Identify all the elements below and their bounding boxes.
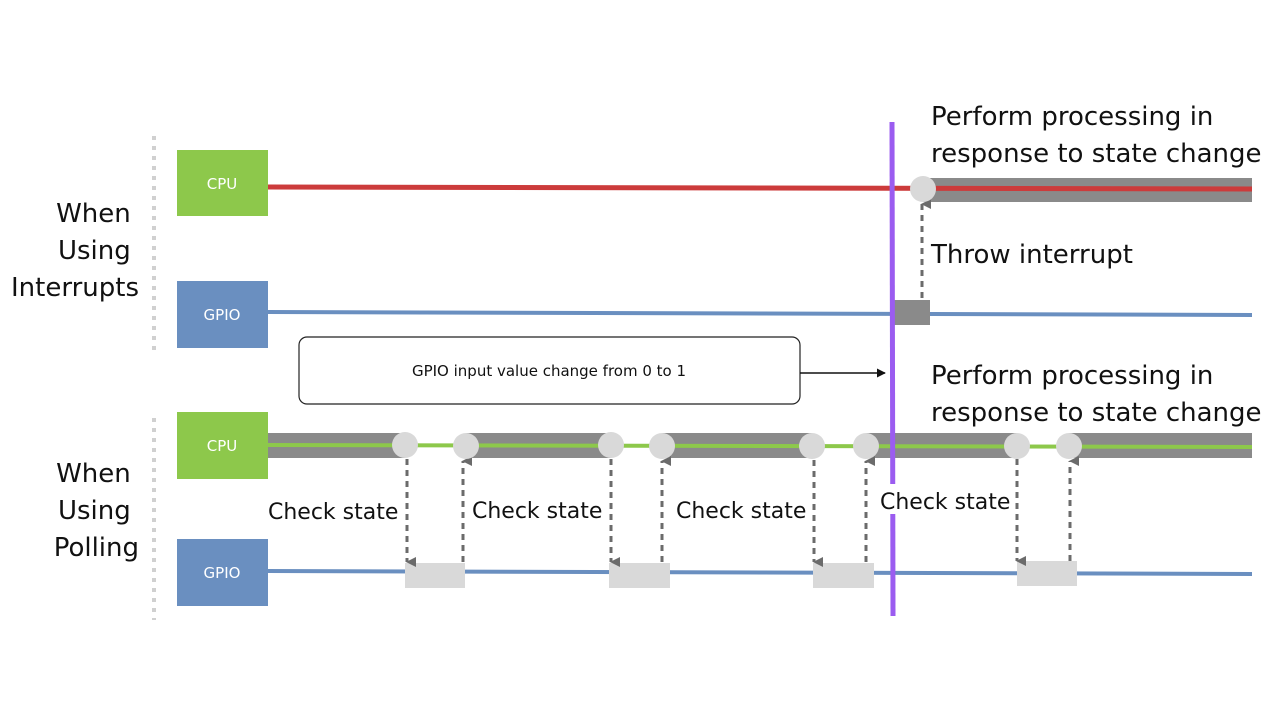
interrupt-process-text: Perform processing in response to state … — [931, 102, 1262, 169]
interrupts-title-line: Using — [58, 236, 131, 266]
polling-process-text: Perform processing in response to state … — [931, 361, 1262, 428]
event-note-text: GPIO input value change from 0 to 1 — [412, 362, 686, 380]
poll-node — [453, 433, 479, 459]
cpu-box-label: CPU — [207, 437, 238, 455]
poll-node — [853, 433, 879, 459]
gpio-timeline — [267, 310, 1253, 317]
cpu-box-label: CPU — [207, 175, 238, 193]
polling-process-line: response to state change — [931, 398, 1262, 428]
gpio-read-block — [813, 563, 874, 588]
poll-node — [649, 433, 675, 459]
gpio-change-marker — [894, 300, 930, 325]
polling-process-line: Perform processing in — [931, 361, 1213, 391]
gpio-box — [177, 539, 268, 606]
event-note-box — [298, 336, 801, 405]
gpio-box-label: GPIO — [204, 564, 241, 582]
interrupts-title-line: When — [56, 199, 131, 229]
check-state-label: Check state — [880, 490, 1010, 515]
poll-node — [392, 432, 418, 458]
check-state-label: Check state — [472, 499, 602, 524]
gpio-box — [177, 281, 268, 348]
polling-title-line: Using — [58, 496, 131, 526]
cpu-box — [177, 150, 268, 216]
state-change-event-line — [889, 121, 896, 617]
gpio-read-block — [405, 563, 465, 588]
gpio-read-block — [1017, 561, 1077, 586]
cpu-timeline — [267, 184, 1253, 192]
poll-node — [1004, 433, 1030, 459]
interrupts-title: When Using Interrupts — [11, 199, 139, 303]
interrupts-title-line: Interrupts — [11, 273, 139, 303]
throw-interrupt-text: Throw interrupt — [930, 240, 1133, 270]
interrupt-node — [910, 176, 936, 202]
interrupt-process-line: Perform processing in — [931, 102, 1213, 132]
check-state-label-bg — [878, 484, 1006, 514]
gpio-read-block — [609, 563, 670, 588]
poll-node — [1056, 433, 1082, 459]
check-state-label: Check state — [676, 499, 806, 524]
cpu-timeline — [267, 443, 1253, 449]
poll-node — [598, 432, 624, 458]
gpio-box-label: GPIO — [204, 306, 241, 324]
poll-node — [799, 433, 825, 459]
cpu-box — [177, 412, 268, 479]
polling-title: When Using Polling — [54, 459, 139, 563]
polling-title-line: When — [56, 459, 131, 489]
polling-title-line: Polling — [54, 533, 139, 563]
interrupt-process-line: response to state change — [931, 139, 1262, 169]
check-state-label: Check state — [268, 500, 398, 525]
